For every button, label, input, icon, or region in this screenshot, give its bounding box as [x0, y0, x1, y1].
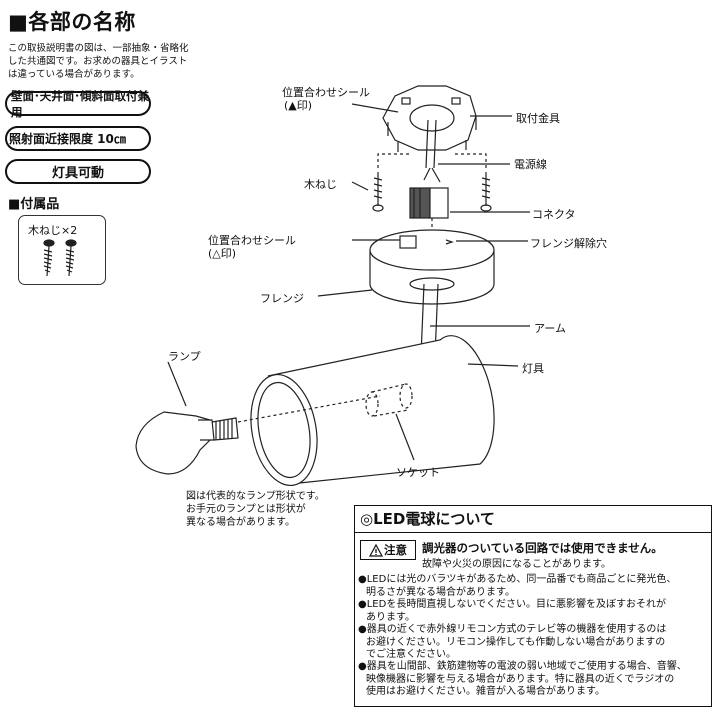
bullet-line: あります。 — [366, 611, 415, 623]
label-fixture: 灯具 — [522, 362, 544, 375]
list-item: ●器具を山間部、鉄筋建物等の電波の弱い地域でご使用する場合、音響、 映像機器に影… — [358, 661, 710, 699]
accessories-title: ■付属品 — [8, 197, 60, 212]
label-release-hole: フレンジ解除穴 — [530, 237, 607, 250]
section-title: ■各部の名称 — [8, 10, 136, 34]
bullet-line: 映像機器に影響を与える場合があります。特に器具の近くでラジオの — [366, 673, 675, 685]
bullet-line: でご注意ください。 — [366, 649, 456, 660]
flange-icon — [369, 229, 495, 305]
label-socket: ソケット — [396, 466, 440, 479]
divider — [354, 532, 712, 533]
mounting-bracket-icon — [382, 85, 477, 152]
intro-line: した共通図です。お求めの器具とイラスト — [8, 56, 188, 67]
wood-screw-icon — [372, 172, 492, 212]
bullet-line: ●LEDには光のバラツキがあるため、同一品番でも商品ごとに発光色、 — [358, 574, 677, 585]
label-seal-flange: 位置合わせシール — [208, 234, 296, 247]
bullet-line: ●器具を山間部、鉄筋建物等の電波の弱い地域でご使用する場合、音響、 — [358, 661, 687, 672]
list-item: ●器具の近くで赤外線リモコン方式のテレビ等の機器を使用するのは お避けください。… — [358, 624, 710, 662]
power-wire-icon — [423, 119, 441, 183]
label-arm: アーム — [534, 322, 567, 335]
bullet-line: 使用はお避けください。雑音が入る場合があります。 — [366, 686, 605, 697]
list-item: ●LEDには光のバラツキがあるため、同一品番でも商品ごとに発光色、 明るさが異な… — [358, 574, 710, 599]
feature-badge-adjustable: 灯具可動 — [5, 159, 151, 184]
bullet-line: ●LEDを長時間直視しないでください。目に悪影響を及ぼすおそれが — [358, 599, 667, 610]
lamp-shape-note: 図は代表的なランプ形状です。 お手元のランプとは形状が 異なる場合があります。 — [186, 490, 325, 529]
led-info-box — [354, 505, 712, 707]
note-line: お手元のランプとは形状が — [186, 504, 306, 515]
accessory-item: 木ねじ×2 — [28, 224, 78, 237]
accessories-box — [18, 215, 106, 285]
fixture-body-icon — [237, 335, 495, 487]
caution-label: 注意 — [384, 543, 407, 557]
label-wood-screw: 木ねじ — [304, 178, 337, 191]
intro-line: は違っている場合があります。 — [8, 69, 140, 80]
accessory-screws-icon — [43, 239, 77, 277]
feature-badge-distance: 照射面近接限度 10㎝ — [5, 126, 151, 151]
label-flange: フレンジ — [260, 292, 304, 305]
feature-label: 壁面･天井面･傾斜面取付兼用 — [11, 88, 149, 119]
warning-triangle-icon — [369, 543, 383, 557]
bullet-line: お避けください。リモコン操作しても作動しない場合がありますの — [366, 636, 666, 648]
note-line: 図は代表的なランプ形状です。 — [186, 491, 325, 502]
label-seal-flange-mark: (△印) — [208, 247, 237, 260]
socket-icon — [365, 383, 413, 417]
lamp-icon — [135, 411, 239, 475]
label-power-wire: 電源線 — [514, 158, 547, 171]
bullet-line: ●器具の近くで赤外線リモコン方式のテレビ等の機器を使用するのは — [358, 624, 667, 635]
feature-label: 照射面近接限度 10㎝ — [9, 132, 126, 146]
caution-badge: 注意 — [360, 540, 416, 560]
feature-badge-mounting: 壁面･天井面･傾斜面取付兼用 — [5, 89, 151, 119]
label-mount: 取付金具 — [516, 112, 560, 125]
label-seal-top: 位置合わせシール — [282, 86, 370, 99]
bullet-line: 明るさが異なる場合があります。 — [366, 586, 515, 598]
caution-sub: 故障や火災の原因になることがあります。 — [422, 559, 611, 570]
note-line: 異なる場合があります。 — [186, 517, 295, 528]
label-lamp: ランプ — [168, 350, 201, 363]
intro-note: この取扱説明書の図は、一部抽象・省略化 した共通図です。お求めの器具とイラスト … — [8, 42, 208, 81]
caution-main: 調光器のついている回路では使用できません。 — [422, 541, 663, 555]
led-title: ◎LED電球について — [360, 510, 495, 528]
label-connector: コネクタ — [532, 208, 576, 221]
list-item: ●LEDを長時間直視しないでください。目に悪影響を及ぼすおそれが あります。 — [358, 599, 710, 624]
connector-icon — [409, 187, 449, 219]
label-seal-top-mark: (▲印) — [284, 99, 313, 112]
feature-label: 灯具可動 — [51, 166, 104, 181]
intro-line: この取扱説明書の図は、一部抽象・省略化 — [8, 43, 189, 54]
